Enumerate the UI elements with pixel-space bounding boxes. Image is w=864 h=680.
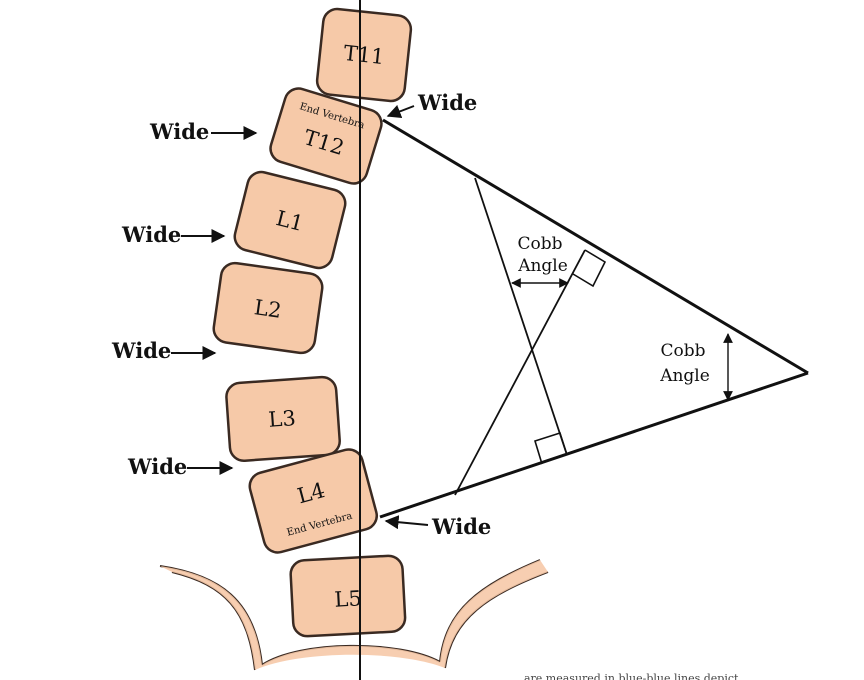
- upper-endplate-line: [382, 118, 809, 375]
- lower-endplate-line: [379, 371, 809, 519]
- vertebra-l2-label: L2: [253, 295, 283, 323]
- pelvis-fill: [160, 560, 548, 670]
- right-angle-marker-lower: [534, 431, 568, 465]
- vertebra-l5: L5: [289, 554, 407, 638]
- wide-text-left-2: Wide: [121, 222, 181, 247]
- vertebra-t11-label: T11: [342, 41, 385, 69]
- vertebra-l1: L1: [233, 170, 347, 270]
- footer-partial-text: ... are measured in blue-blue lines depi…: [510, 672, 749, 680]
- vertebra-l4: L4 End Vertebra: [248, 448, 378, 554]
- vertebra-t11: T11: [315, 7, 413, 103]
- wide-text-right-lower: Wide: [431, 514, 491, 539]
- wide-label-left-1: Wide: [149, 119, 258, 144]
- wide-label-right-upper: Wide: [386, 90, 477, 119]
- vertebra-l5-label: L5: [334, 586, 363, 611]
- cobb-angle-outer-line1: Cobb: [660, 341, 705, 361]
- vertebra-l2: L2: [212, 261, 324, 355]
- cobb-angle-inner-line1: Cobb: [517, 234, 562, 254]
- wide-text-left-1: Wide: [149, 119, 209, 144]
- wide-label-left-2: Wide: [121, 222, 226, 247]
- perpendicular-from-lower: [474, 177, 568, 456]
- wide-label-left-3: Wide: [111, 338, 217, 363]
- vertebra-l3: L3: [225, 375, 341, 462]
- wide-arrow-right-lower: [384, 515, 429, 530]
- wide-text-right-upper: Wide: [417, 90, 477, 115]
- right-angle-marker-upper: [572, 249, 607, 288]
- vertebra-l3-label: L3: [268, 406, 297, 432]
- cobb-angle-inner-line2: Angle: [517, 256, 568, 276]
- wide-label-right-lower: Wide: [384, 514, 491, 539]
- vertebra-t12: End Vertebra T12: [269, 87, 383, 185]
- wide-arrow-right-upper: [386, 104, 415, 119]
- wide-text-left-3: Wide: [111, 338, 171, 363]
- wide-text-left-4: Wide: [127, 454, 187, 479]
- perpendicular-from-upper: [454, 249, 586, 496]
- cobb-angle-outer-line2: Angle: [659, 366, 710, 386]
- wide-label-left-4: Wide: [127, 454, 234, 479]
